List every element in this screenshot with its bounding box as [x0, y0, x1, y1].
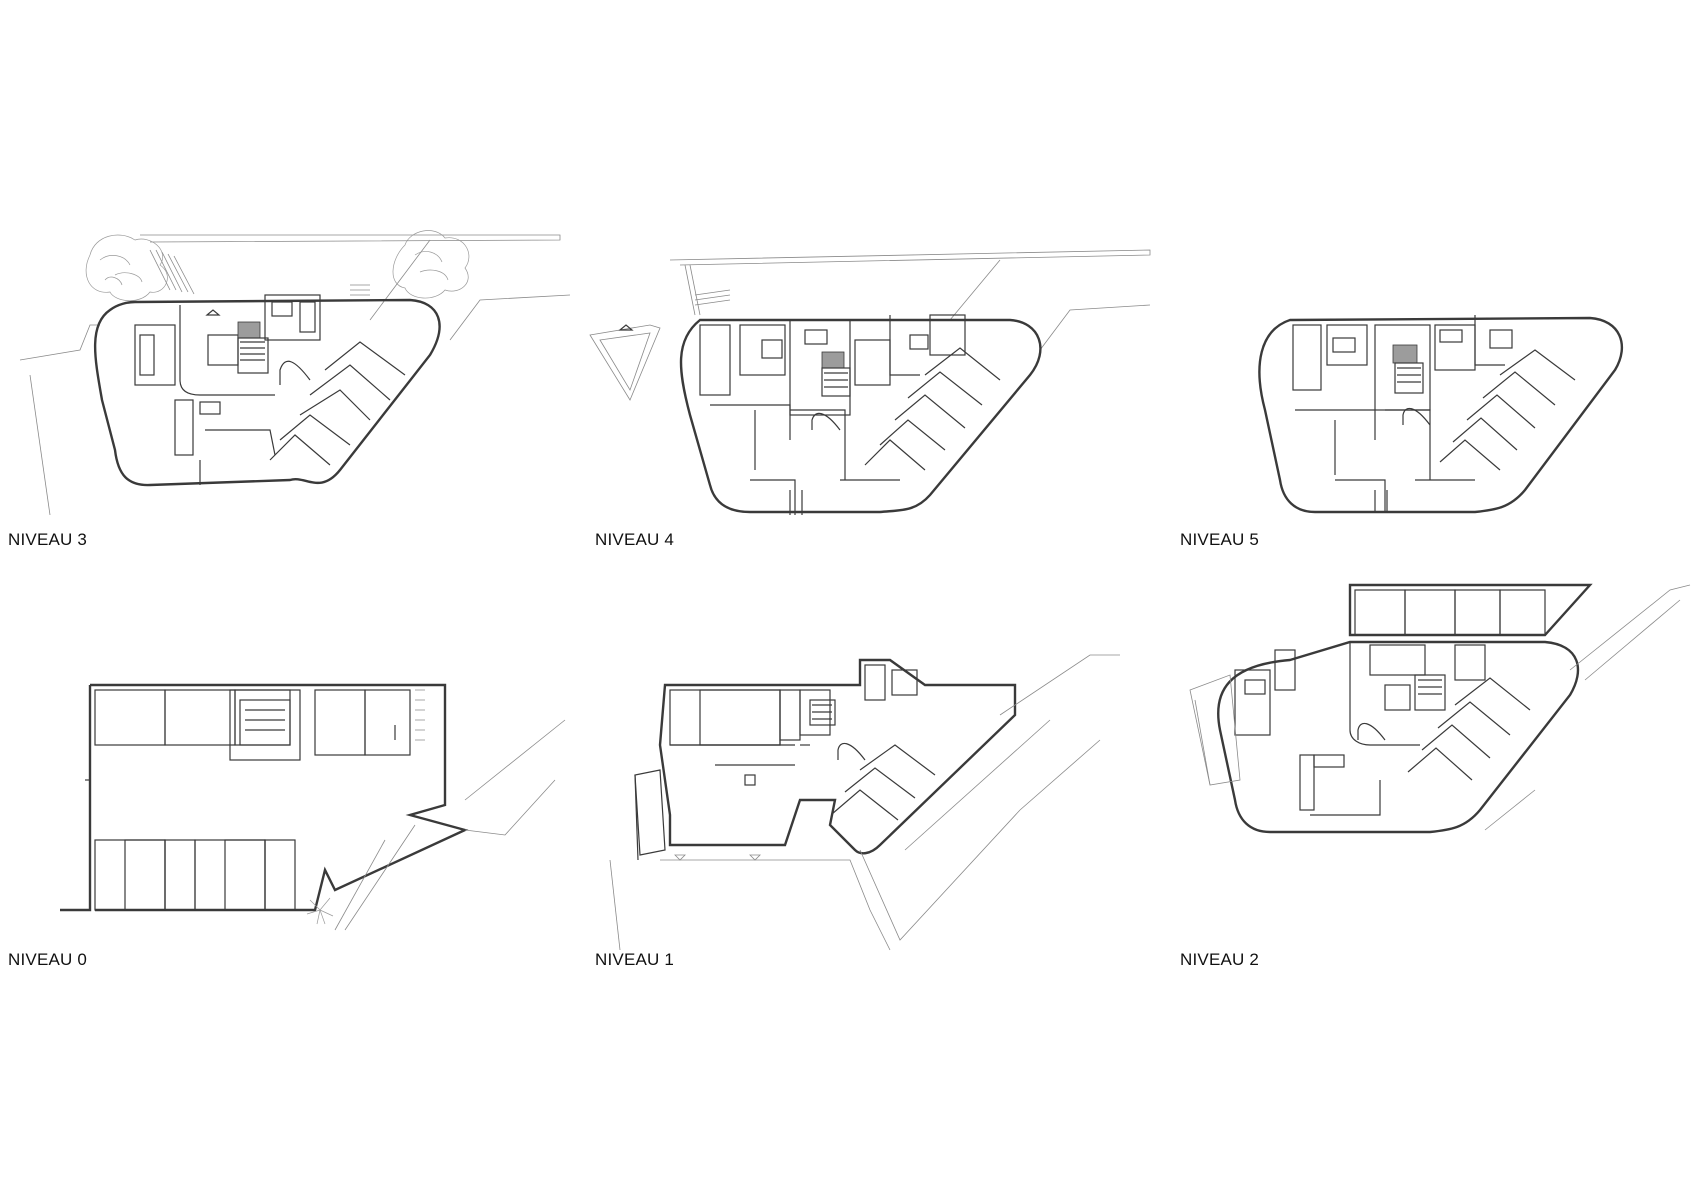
tree-icon — [85, 234, 168, 301]
plan-niveau-5 — [1235, 300, 1655, 530]
plan-label-niveau-3: NIVEAU 3 — [8, 530, 88, 549]
plan-niveau-2 — [1189, 580, 1691, 870]
plan-label-niveau-2: NIVEAU 2 — [1180, 950, 1260, 969]
tree-icon — [392, 230, 470, 299]
plan-niveau-3 — [10, 230, 571, 530]
plan-label-niveau-1: NIVEAU 1 — [595, 950, 675, 969]
plan-niveau-4 — [589, 240, 1151, 540]
plan-niveau-0 — [55, 670, 575, 931]
plan-label-niveau-0: NIVEAU 0 — [8, 950, 88, 969]
plan-label-niveau-5: NIVEAU 5 — [1180, 530, 1260, 549]
plant-icon — [306, 897, 334, 925]
plan-niveau-1 — [600, 650, 1140, 951]
plan-label-niveau-4: NIVEAU 4 — [595, 530, 675, 549]
